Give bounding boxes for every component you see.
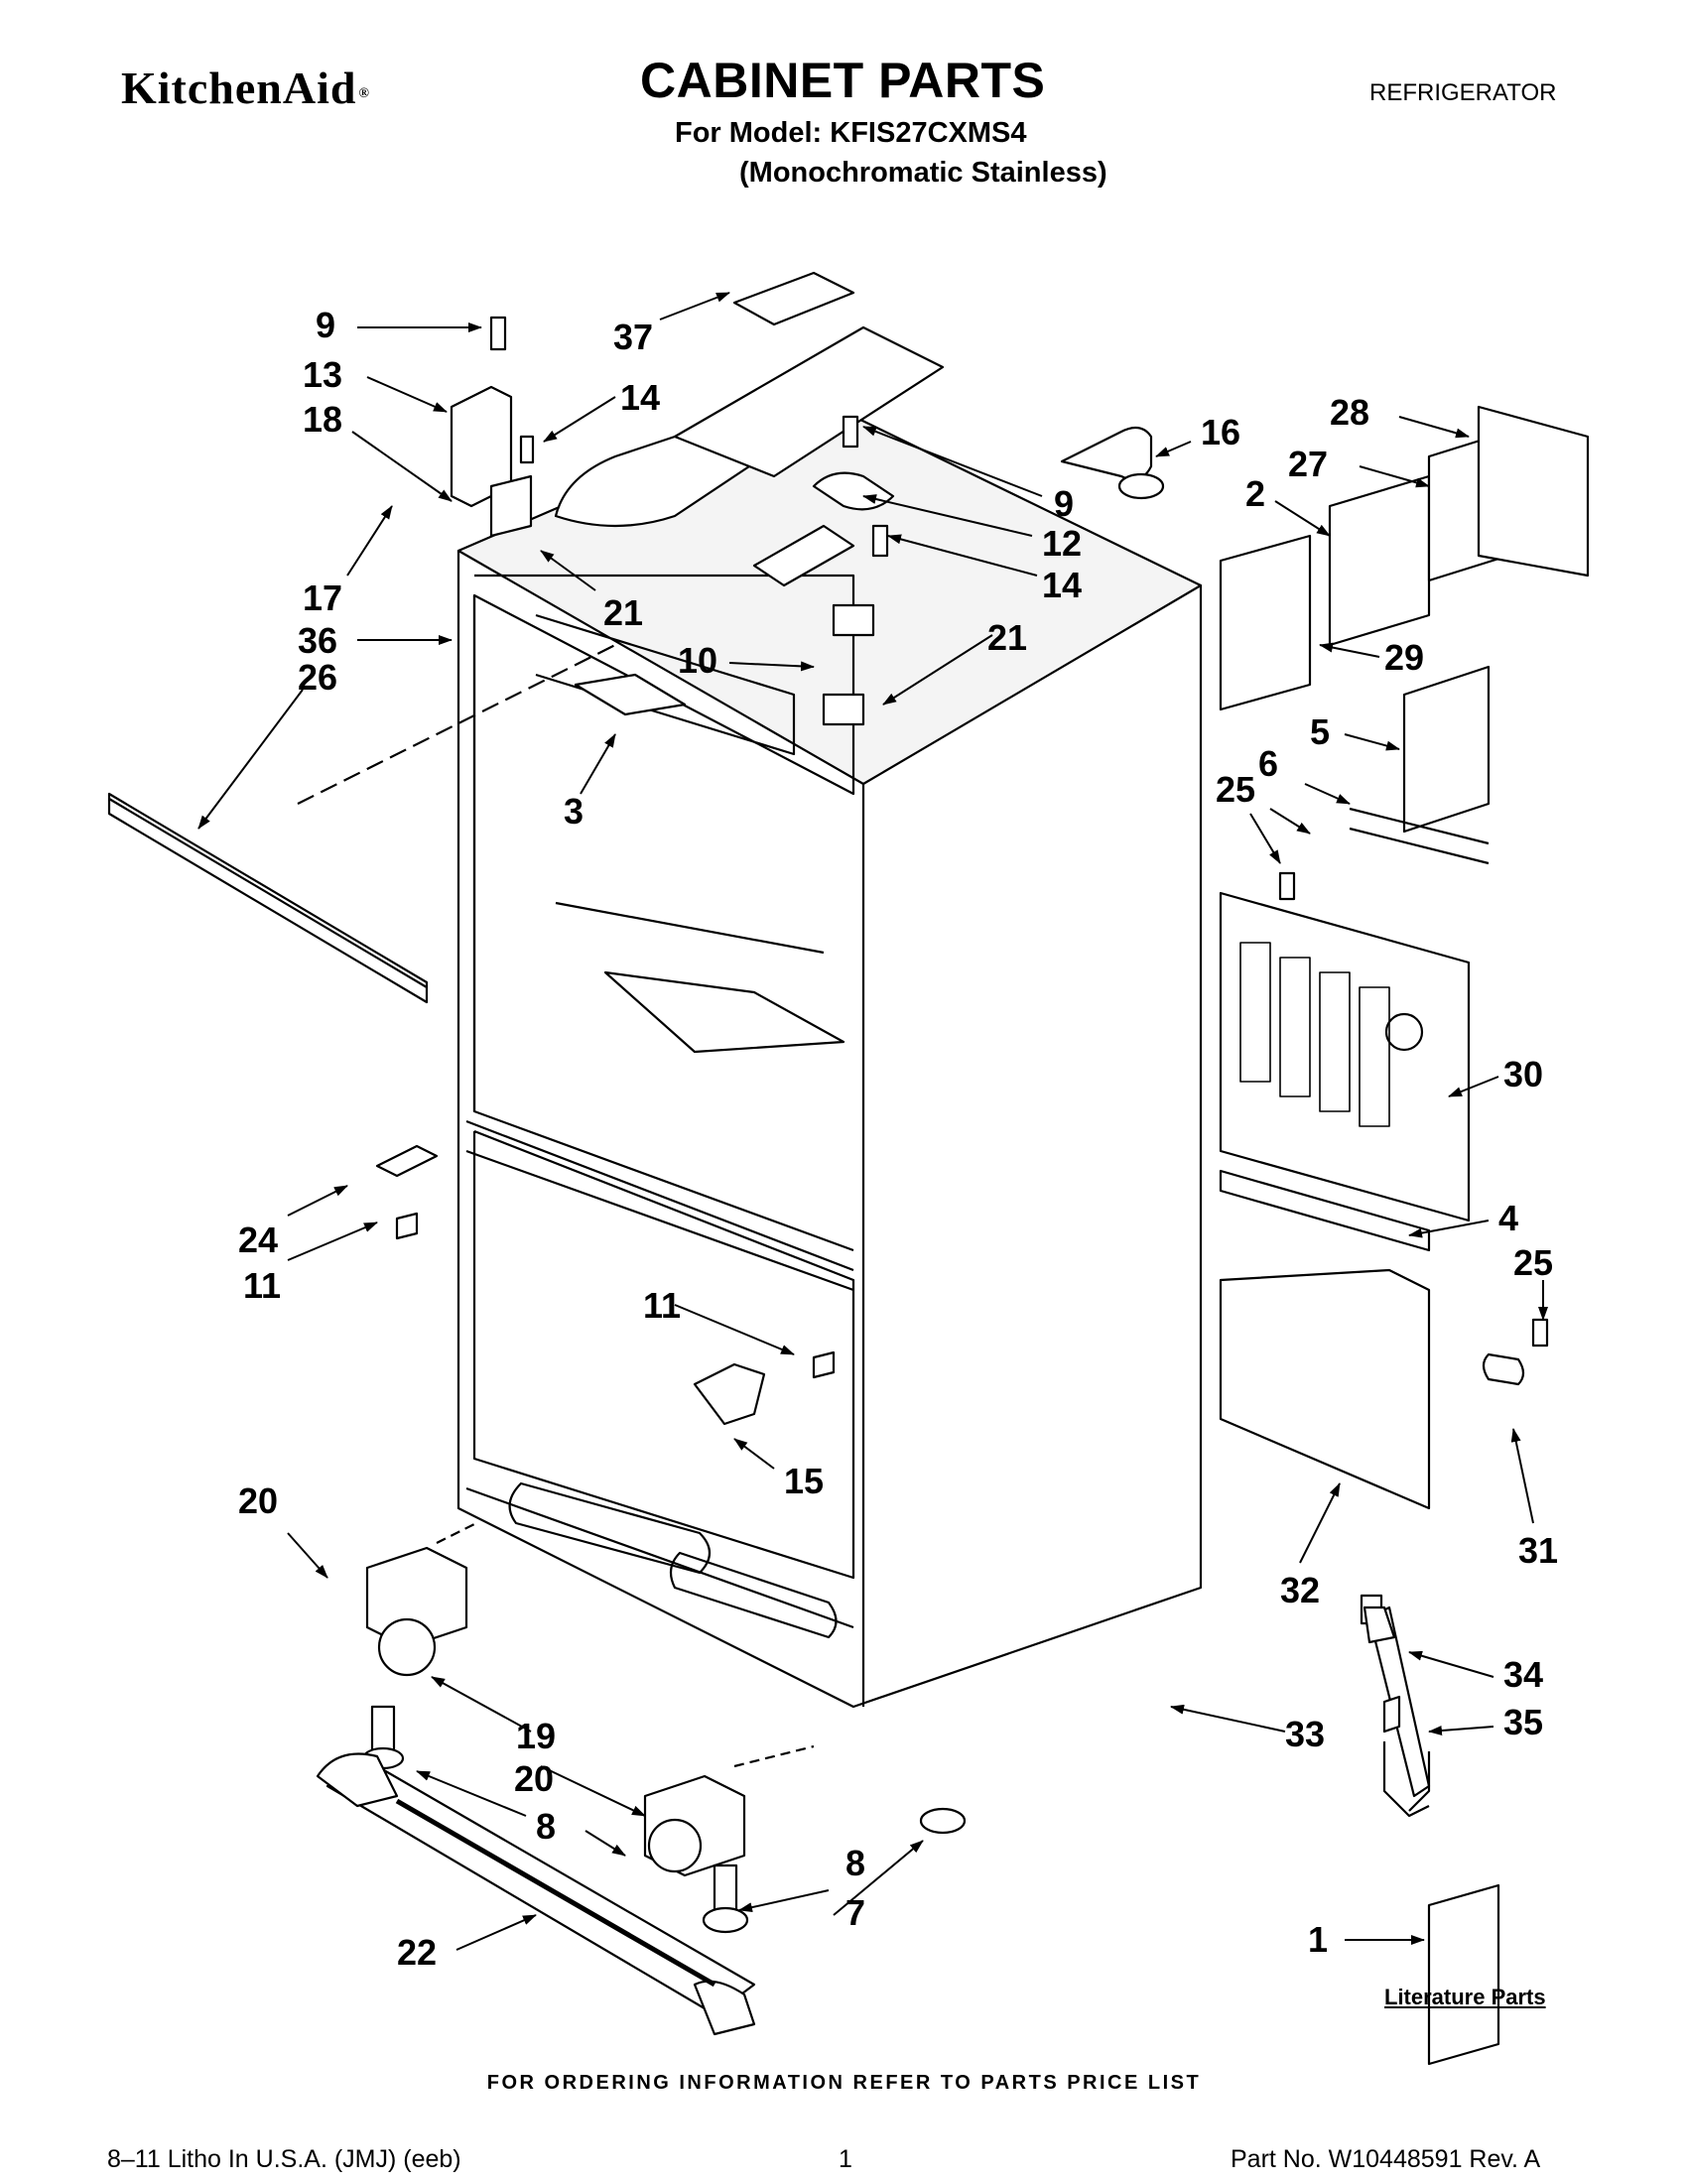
part-number: Part No. W10448591 Rev. A [1231, 2145, 1541, 2173]
callout-2: 2 [1245, 473, 1266, 514]
valve-and-electronics [1060, 405, 1590, 901]
callout-11: 11 [643, 1285, 682, 1326]
callout-11: 11 [243, 1265, 282, 1306]
callout-19: 19 [516, 1716, 557, 1756]
callout-29: 29 [1384, 637, 1425, 678]
callout-14: 14 [620, 377, 661, 418]
callout-21: 21 [987, 617, 1028, 658]
page-title: CABINET PARTS [640, 53, 1046, 108]
callout-20: 20 [238, 1480, 279, 1521]
callout-16: 16 [1201, 412, 1241, 452]
callout-21: 21 [603, 592, 644, 633]
callout-33: 33 [1285, 1714, 1326, 1754]
callout-4: 4 [1498, 1198, 1519, 1238]
rollers-and-toe-grille [316, 1522, 967, 2036]
callout-26: 26 [298, 657, 338, 698]
callout-12: 12 [1042, 523, 1083, 564]
brand-name: KitchenAid [121, 63, 357, 113]
brand-logo: KitchenAid® [121, 62, 370, 114]
callout-28: 28 [1330, 392, 1370, 433]
callout-9: 9 [316, 305, 336, 345]
ordering-note: FOR ORDERING INFORMATION REFER TO PARTS … [486, 2072, 1202, 2094]
callout-37: 37 [613, 317, 654, 357]
callout-arrows [197, 292, 1548, 1951]
callout-9: 9 [1054, 483, 1075, 524]
callout-20: 20 [514, 1758, 555, 1799]
variant-line: (Monochromatic Stainless) [739, 157, 1107, 189]
cabinet-body [456, 395, 1203, 1709]
callout-8: 8 [845, 1843, 866, 1883]
top-components [450, 271, 945, 726]
callout-27: 27 [1288, 444, 1329, 484]
callout-34: 34 [1503, 1654, 1544, 1695]
callout-24: 24 [238, 1220, 279, 1260]
side-rail-parts [107, 644, 836, 1426]
callout-32: 32 [1280, 1570, 1321, 1610]
callout-10: 10 [678, 640, 718, 681]
callout-13: 13 [303, 354, 343, 395]
callout-7: 7 [845, 1892, 866, 1933]
callout-17: 17 [303, 578, 343, 618]
callout-30: 30 [1503, 1054, 1544, 1094]
literature-parts-label: Literature Parts [1384, 1985, 1546, 2009]
page-number: 1 [839, 2145, 852, 2173]
callout-31: 31 [1518, 1530, 1559, 1571]
callout-25: 25 [1513, 1242, 1554, 1283]
registered-mark: ® [358, 86, 370, 101]
callout-15: 15 [784, 1461, 825, 1501]
callout-1: 1 [1308, 1919, 1329, 1960]
litho-info: 8–11 Litho In U.S.A. (JMJ) (eeb) [107, 2145, 461, 2173]
callout-5: 5 [1310, 711, 1331, 752]
callout-8: 8 [536, 1806, 557, 1847]
callout-14: 14 [1042, 565, 1083, 605]
callout-18: 18 [303, 399, 343, 440]
callout-25: 25 [1216, 769, 1256, 810]
callout-35: 35 [1503, 1702, 1544, 1742]
callout-3: 3 [564, 791, 584, 832]
callout-6: 6 [1258, 743, 1279, 784]
model-line: For Model: KFIS27CXMS4 [675, 117, 1027, 149]
appliance-category: REFRIGERATOR [1369, 79, 1557, 106]
callout-22: 22 [397, 1932, 438, 1973]
callout-36: 36 [298, 620, 338, 661]
front-grille-panels [1219, 891, 1549, 2066]
